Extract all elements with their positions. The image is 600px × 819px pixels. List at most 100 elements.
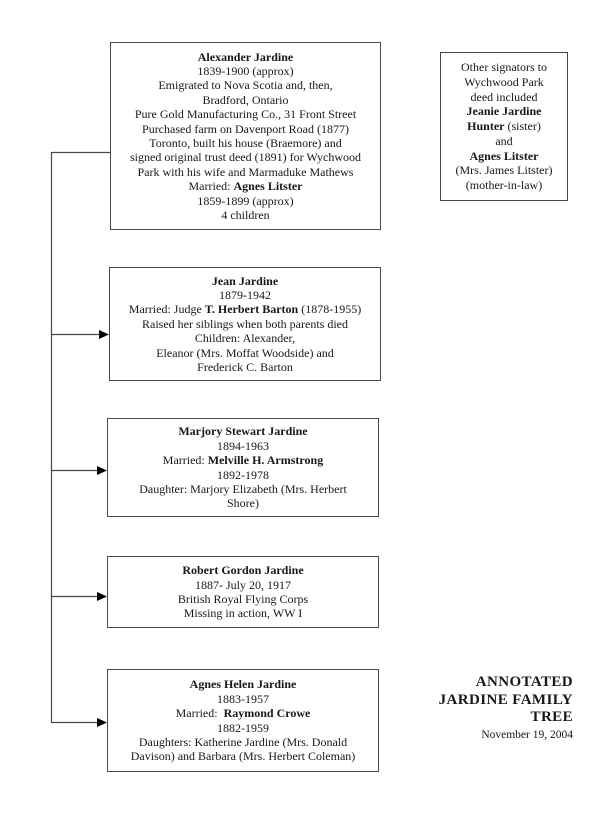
text-segment: Toronto, built his house (Braemore) and [149,136,342,150]
text-line: Missing in action, WW I [108,606,378,620]
text-segment: signed original trust deed (1891) for Wy… [129,150,361,165]
bold-text-segment: Agnes Litster [233,179,303,194]
text-line: 1892-1978 [108,468,378,482]
text-segment: and [495,133,513,148]
page-title: TREE [530,709,573,726]
bold-text-segment: T. Herbert Barton [204,302,299,317]
text-line: Married: Raymond Crowe [108,706,378,720]
text-line: 1882-1959 [108,721,378,735]
text-line: Daughters: Katherine Jardine (Mrs. Donal… [108,735,378,749]
bold-text-segment: Marjory Stewart Jardine [178,424,308,439]
text-segment: 1882-1959 [217,720,269,735]
date-label: November 19, 2004 [481,728,573,741]
text-line: Raised her siblings when both parents di… [110,317,380,331]
text-line: Wychwood Park [441,75,567,90]
text-segment: deed included [470,89,538,104]
arrow-right-icon [97,592,107,601]
bold-text-segment: Jeanie Jardine [466,104,542,119]
text-segment: Missing in action, WW I [183,606,303,621]
text-segment: Park with his wife and Marmaduke Mathews [137,164,354,179]
text-segment: Married: [175,706,224,721]
bold-text-segment: Raymond Crowe [223,706,311,721]
text-line: Agnes Litster [441,149,567,164]
text-line: Frederick C. Barton [110,360,380,374]
text-segment: Children: Alexander, [194,331,296,346]
text-segment: 1879-1942 [219,287,271,302]
text-segment: Eleanor (Mrs. Moffat Woodside) and [156,345,334,360]
text-segment: 4 children [221,208,270,223]
text-line: Marjory Stewart Jardine [108,424,378,438]
text-line: Married: Melville H. Armstrong [108,453,378,467]
text-segment: 1859-1899 (approx) [197,193,294,208]
text-segment: 1839-1900 (approx) [197,63,294,78]
text-segment: Frederick C. Barton [197,360,293,375]
text-line: Pure Gold Manufacturing Co., 31 Front St… [111,107,380,121]
text-line: signed original trust deed (1891) for Wy… [111,150,380,164]
bold-text-segment: Robert Gordon Jardine [182,563,304,578]
text-segment: Married: [162,453,208,468]
text-segment: Raised her siblings when both parents di… [142,316,348,331]
text-segment: Daughters: Katherine Jardine (Mrs. Donal… [138,734,348,749]
trunk-line [50,151,110,724]
text-segment: (1878-1955) [298,302,362,317]
text-line: (Mrs. James Litster) [441,163,567,178]
text-line: Emigrated to Nova Scotia and, then, [111,78,380,92]
text-line: Davison) and Barbara (Mrs. Herbert Colem… [108,749,378,763]
title-block: ANNOTATED JARDINE FAMILY TREE November 1… [439,674,573,742]
text-line: Married: Judge T. Herbert Barton (1878-1… [110,302,380,316]
text-segment: (mother-in-law) [465,178,543,193]
text-line: Shore) [108,496,378,510]
text-segment: 1883-1957 [217,691,269,706]
arrow-right-icon [97,718,107,727]
text-segment: Purchased farm on Davenport Road (1877) [142,121,349,136]
text-segment: (Mrs. James Litster) [455,163,553,178]
text-line: Jeanie Jardine [441,104,567,119]
text-line: 1839-1900 (approx) [111,64,380,78]
bold-text-segment: Jean Jardine [211,273,279,288]
text-segment: 1887- July 20, 1917 [195,577,291,592]
text-segment: Other signators to [461,59,547,74]
text-line: 1894-1963 [108,439,378,453]
text-line: Alexander Jardine [111,50,380,64]
text-line: British Royal Flying Corps [108,592,378,606]
text-segment: Bradford, Ontario [202,92,289,107]
text-line: and [441,134,567,149]
text-segment: Davison) and Barbara (Mrs. Herbert Colem… [130,749,356,764]
text-line: (mother-in-law) [441,178,567,193]
text-line: Bradford, Ontario [111,93,380,107]
text-segment: Married: Judge [128,302,205,317]
text-line: 1887- July 20, 1917 [108,578,378,592]
page-title: ANNOTATED [475,674,573,690]
text-line: Daughter: Marjory Elizabeth (Mrs. Herber… [108,482,378,496]
text-line: Eleanor (Mrs. Moffat Woodside) and [110,346,380,360]
text-line: Toronto, built his house (Braemore) and [111,136,380,150]
text-line: Hunter (sister) [441,119,567,134]
text-segment: Emigrated to Nova Scotia and, then, [158,78,333,93]
text-line: 1879-1942 [110,288,380,302]
text-line: 1883-1957 [108,692,378,706]
bold-text-segment: Hunter [467,119,505,134]
text-line: deed included [441,90,567,105]
text-segment: 1894-1963 [217,438,269,453]
text-segment: 1892-1978 [217,467,269,482]
text-segment: Daughter: Marjory Elizabeth (Mrs. Herber… [139,481,347,496]
bold-text-segment: Alexander Jardine [197,49,294,64]
text-segment: British Royal Flying Corps [177,592,309,606]
text-line: 4 children [111,208,380,222]
text-segment: Pure Gold Manufacturing Co., 31 Front St… [134,107,357,122]
text-line: Park with his wife and Marmaduke Mathews [111,165,380,179]
text-segment: Married: [188,179,234,194]
text-line: Purchased farm on Davenport Road (1877) [111,122,380,136]
text-line: Jean Jardine [110,274,380,288]
text-line: Agnes Helen Jardine [108,677,378,691]
bold-text-segment: Melville H. Armstrong [207,453,324,468]
text-line: Other signators to [441,60,567,75]
text-segment: (sister) [504,119,541,134]
